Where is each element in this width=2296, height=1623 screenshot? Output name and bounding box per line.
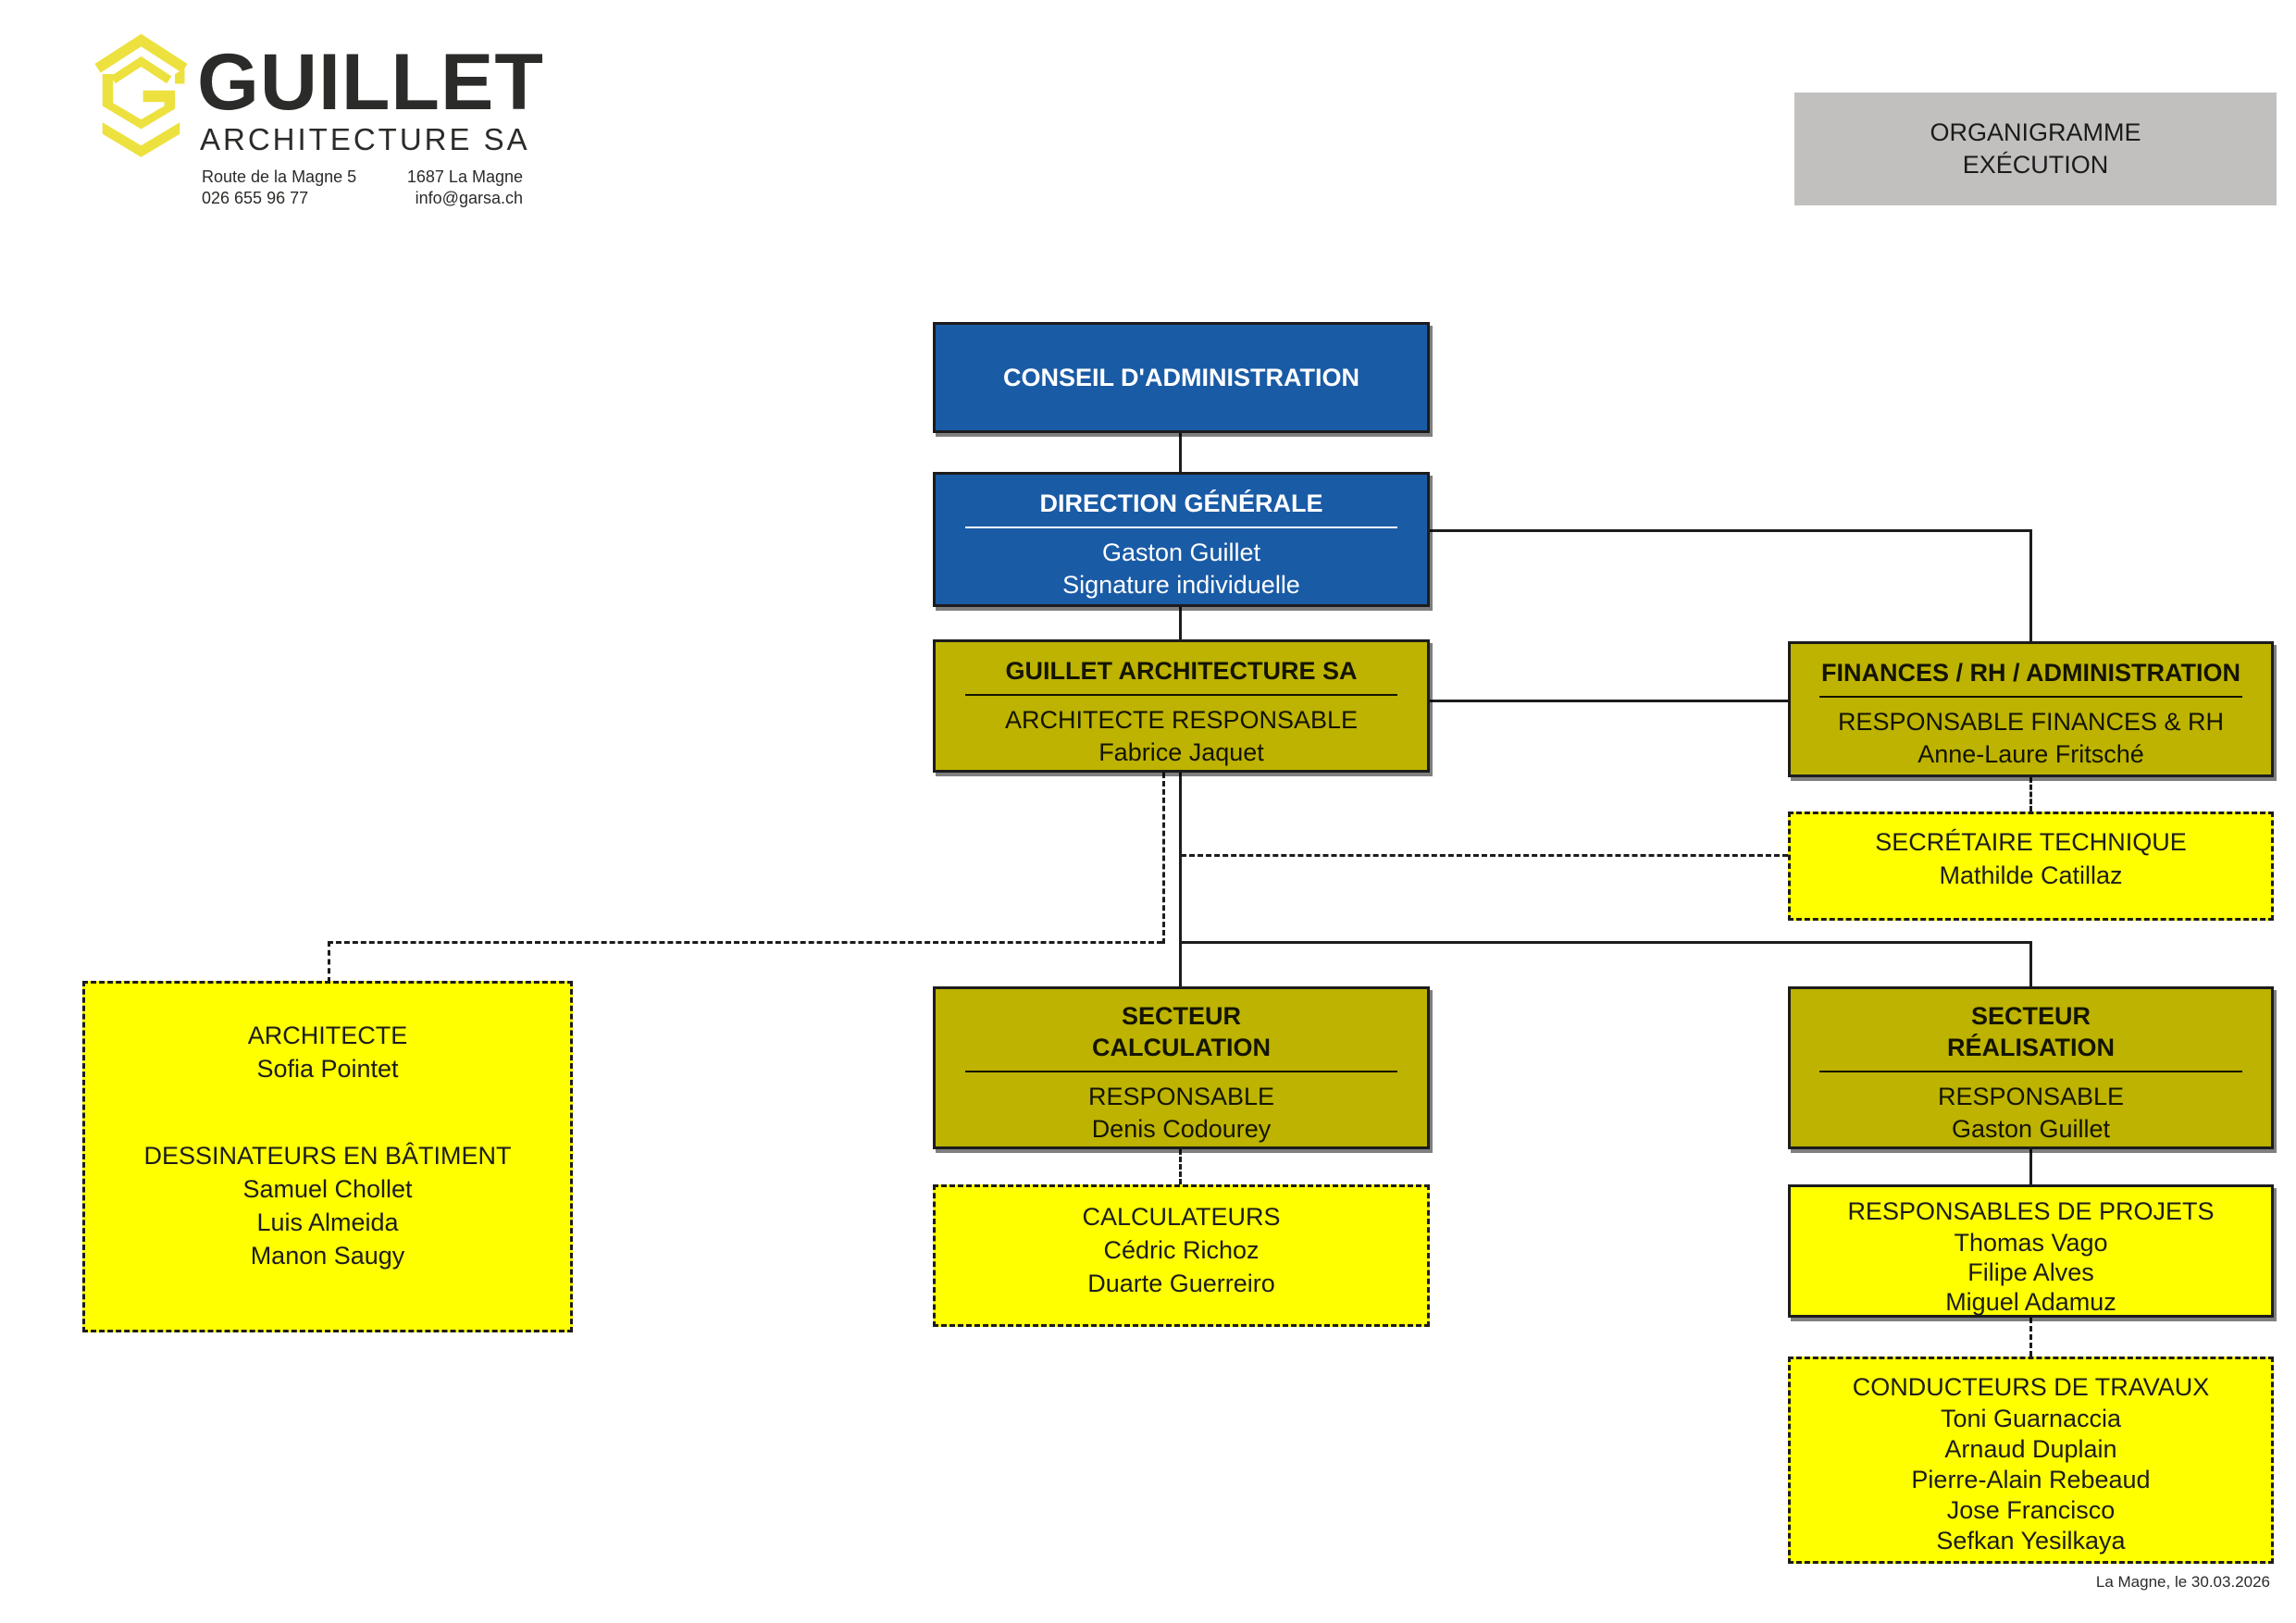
connector-guillet-finances	[1430, 700, 1788, 702]
connector-direction-finances-v	[2029, 529, 2032, 641]
connector-conseil-direction	[1179, 433, 1182, 472]
realisation-role: RESPONSABLE	[1937, 1083, 2125, 1110]
box-architecte-dessinateurs: ARCHITECTE Sofia Pointet DESSINATEURS EN…	[82, 981, 573, 1332]
company-city: 1687 La Magne	[406, 167, 523, 186]
box-guillet-architecture-sa: GUILLET ARCHITECTURE SA ARCHITECTE RESPO…	[933, 639, 1430, 773]
secretaire-name: Mathilde Catillaz	[1939, 861, 2123, 889]
box-secteur-realisation: SECTEUR RÉALISATION RESPONSABLE Gaston G…	[1788, 986, 2274, 1149]
connector-finances-secretaire	[2029, 777, 2032, 812]
calculateurs-title: CALCULATEURS	[1082, 1203, 1281, 1231]
projet-name: Filipe Alves	[1967, 1258, 2094, 1286]
connector-projets-conducteurs	[2029, 1318, 2032, 1357]
calculation-name: Denis Codourey	[1091, 1115, 1272, 1143]
connector-guillet-architecte-h	[328, 941, 1162, 944]
document-title-box: ORGANIGRAMME EXÉCUTION	[1794, 93, 2277, 205]
realisation-name: Gaston Guillet	[1951, 1115, 2111, 1143]
box-finances-rh-administration: FINANCES / RH / ADMINISTRATION RESPONSAB…	[1788, 641, 2274, 777]
document-title-line2: EXÉCUTION	[1962, 151, 2109, 179]
realisation-rule	[1819, 1071, 2242, 1072]
company-email: info@garsa.ch	[415, 189, 523, 207]
projets-title: RESPONSABLES DE PROJETS	[1847, 1197, 2215, 1225]
architecte-title: ARCHITECTE	[247, 1022, 408, 1049]
box-secretaire-technique: SECRÉTAIRE TECHNIQUE Mathilde Catillaz	[1788, 812, 2274, 921]
direction-rule	[964, 527, 1398, 528]
direction-title: DIRECTION GÉNÉRALE	[1039, 489, 1323, 517]
connector-realisation-v	[2029, 941, 2032, 986]
box-direction-generale: DIRECTION GÉNÉRALE Gaston Guillet Signat…	[933, 472, 1430, 607]
connector-guillet-calculation	[1179, 773, 1182, 986]
connector-direction-guillet	[1179, 607, 1182, 639]
dessinateurs-title: DESSINATEURS EN BÂTIMENT	[143, 1142, 512, 1170]
box-secteur-calculation: SECTEUR CALCULATION RESPONSABLE Denis Co…	[933, 986, 1430, 1149]
document-title-line1: ORGANIGRAMME	[1930, 118, 2141, 146]
finances-role: RESPONSABLE FINANCES & RH	[1837, 708, 2225, 736]
dessinateur-name: Manon Saugy	[250, 1242, 405, 1270]
company-address-right: 1687 La Magne info@garsa.ch	[370, 167, 523, 209]
projet-name: Miguel Adamuz	[1945, 1288, 2116, 1316]
connector-realisation-projets	[2029, 1149, 2032, 1184]
finances-title: FINANCES / RH / ADMINISTRATION	[1821, 659, 2240, 687]
conducteurs-title: CONDUCTEURS DE TRAVAUX	[1852, 1373, 2210, 1401]
architecte-name: Sofia Pointet	[256, 1055, 399, 1083]
projet-name: Thomas Vago	[1954, 1229, 2108, 1257]
conseil-title: CONSEIL D'ADMINISTRATION	[1003, 364, 1359, 391]
conducteur-name: Sefkan Yesilkaya	[1936, 1527, 2126, 1555]
connector-secretaire-dash	[1181, 854, 1788, 857]
guillet-sa-rule	[964, 694, 1398, 696]
box-responsables-projets: RESPONSABLES DE PROJETS Thomas Vago Fili…	[1788, 1184, 2274, 1318]
calculateur-name: Cédric Richoz	[1103, 1236, 1260, 1264]
guillet-sa-role: ARCHITECTE RESPONSABLE	[1004, 706, 1359, 734]
conducteur-name: Jose Francisco	[1946, 1496, 2116, 1524]
secretaire-title: SECRÉTAIRE TECHNIQUE	[1875, 828, 2187, 856]
guillet-sa-title: GUILLET ARCHITECTURE SA	[1005, 657, 1358, 685]
direction-name: Gaston Guillet	[1101, 539, 1261, 566]
calculation-title-line2: CALCULATION	[1092, 1034, 1271, 1061]
direction-signature: Signature individuelle	[1062, 571, 1300, 599]
realisation-title-line2: RÉALISATION	[1947, 1034, 2115, 1061]
calculation-rule	[964, 1071, 1398, 1072]
company-street: Route de la Magne 5	[202, 167, 357, 186]
dessinateur-name: Samuel Chollet	[242, 1175, 413, 1203]
guillet-sa-name: Fabrice Jaquet	[1098, 738, 1264, 766]
conducteur-name: Pierre-Alain Rebeaud	[1911, 1466, 2151, 1493]
connector-guillet-architecte-v1	[1162, 773, 1165, 944]
company-logo-icon	[93, 30, 190, 161]
finances-rule	[1819, 696, 2242, 698]
realisation-title-line1: SECTEUR	[1970, 1002, 2091, 1030]
calculation-role: RESPONSABLE	[1087, 1083, 1275, 1110]
connector-direction-finances-h	[1430, 529, 2031, 532]
calculateur-name: Duarte Guerreiro	[1087, 1270, 1275, 1297]
company-phone: 026 655 96 77	[202, 189, 309, 207]
conducteur-name: Toni Guarnaccia	[1940, 1405, 2122, 1432]
box-conseil-administration: CONSEIL D'ADMINISTRATION	[933, 322, 1430, 433]
date-note: La Magne, le 30.03.2026	[2095, 1573, 2270, 1591]
connector-guillet-architecte-v2	[328, 941, 330, 983]
box-conducteurs-travaux: CONDUCTEURS DE TRAVAUX Toni Guarnaccia A…	[1788, 1357, 2274, 1564]
company-name: GUILLET	[197, 38, 544, 127]
dessinateur-name: Luis Almeida	[256, 1208, 399, 1236]
company-address-left: Route de la Magne 5 026 655 96 77	[202, 167, 405, 209]
box-calculateurs: CALCULATEURS Cédric Richoz Duarte Guerre…	[933, 1184, 1430, 1327]
finances-name: Anne-Laure Fritsché	[1917, 740, 2144, 768]
connector-realisation-h	[1181, 941, 2031, 944]
company-subtitle: ARCHITECTURE SA	[200, 122, 530, 156]
connector-calculation-calculateurs	[1179, 1149, 1182, 1184]
conducteur-name: Arnaud Duplain	[1944, 1435, 2117, 1463]
calculation-title-line1: SECTEUR	[1121, 1002, 1241, 1030]
